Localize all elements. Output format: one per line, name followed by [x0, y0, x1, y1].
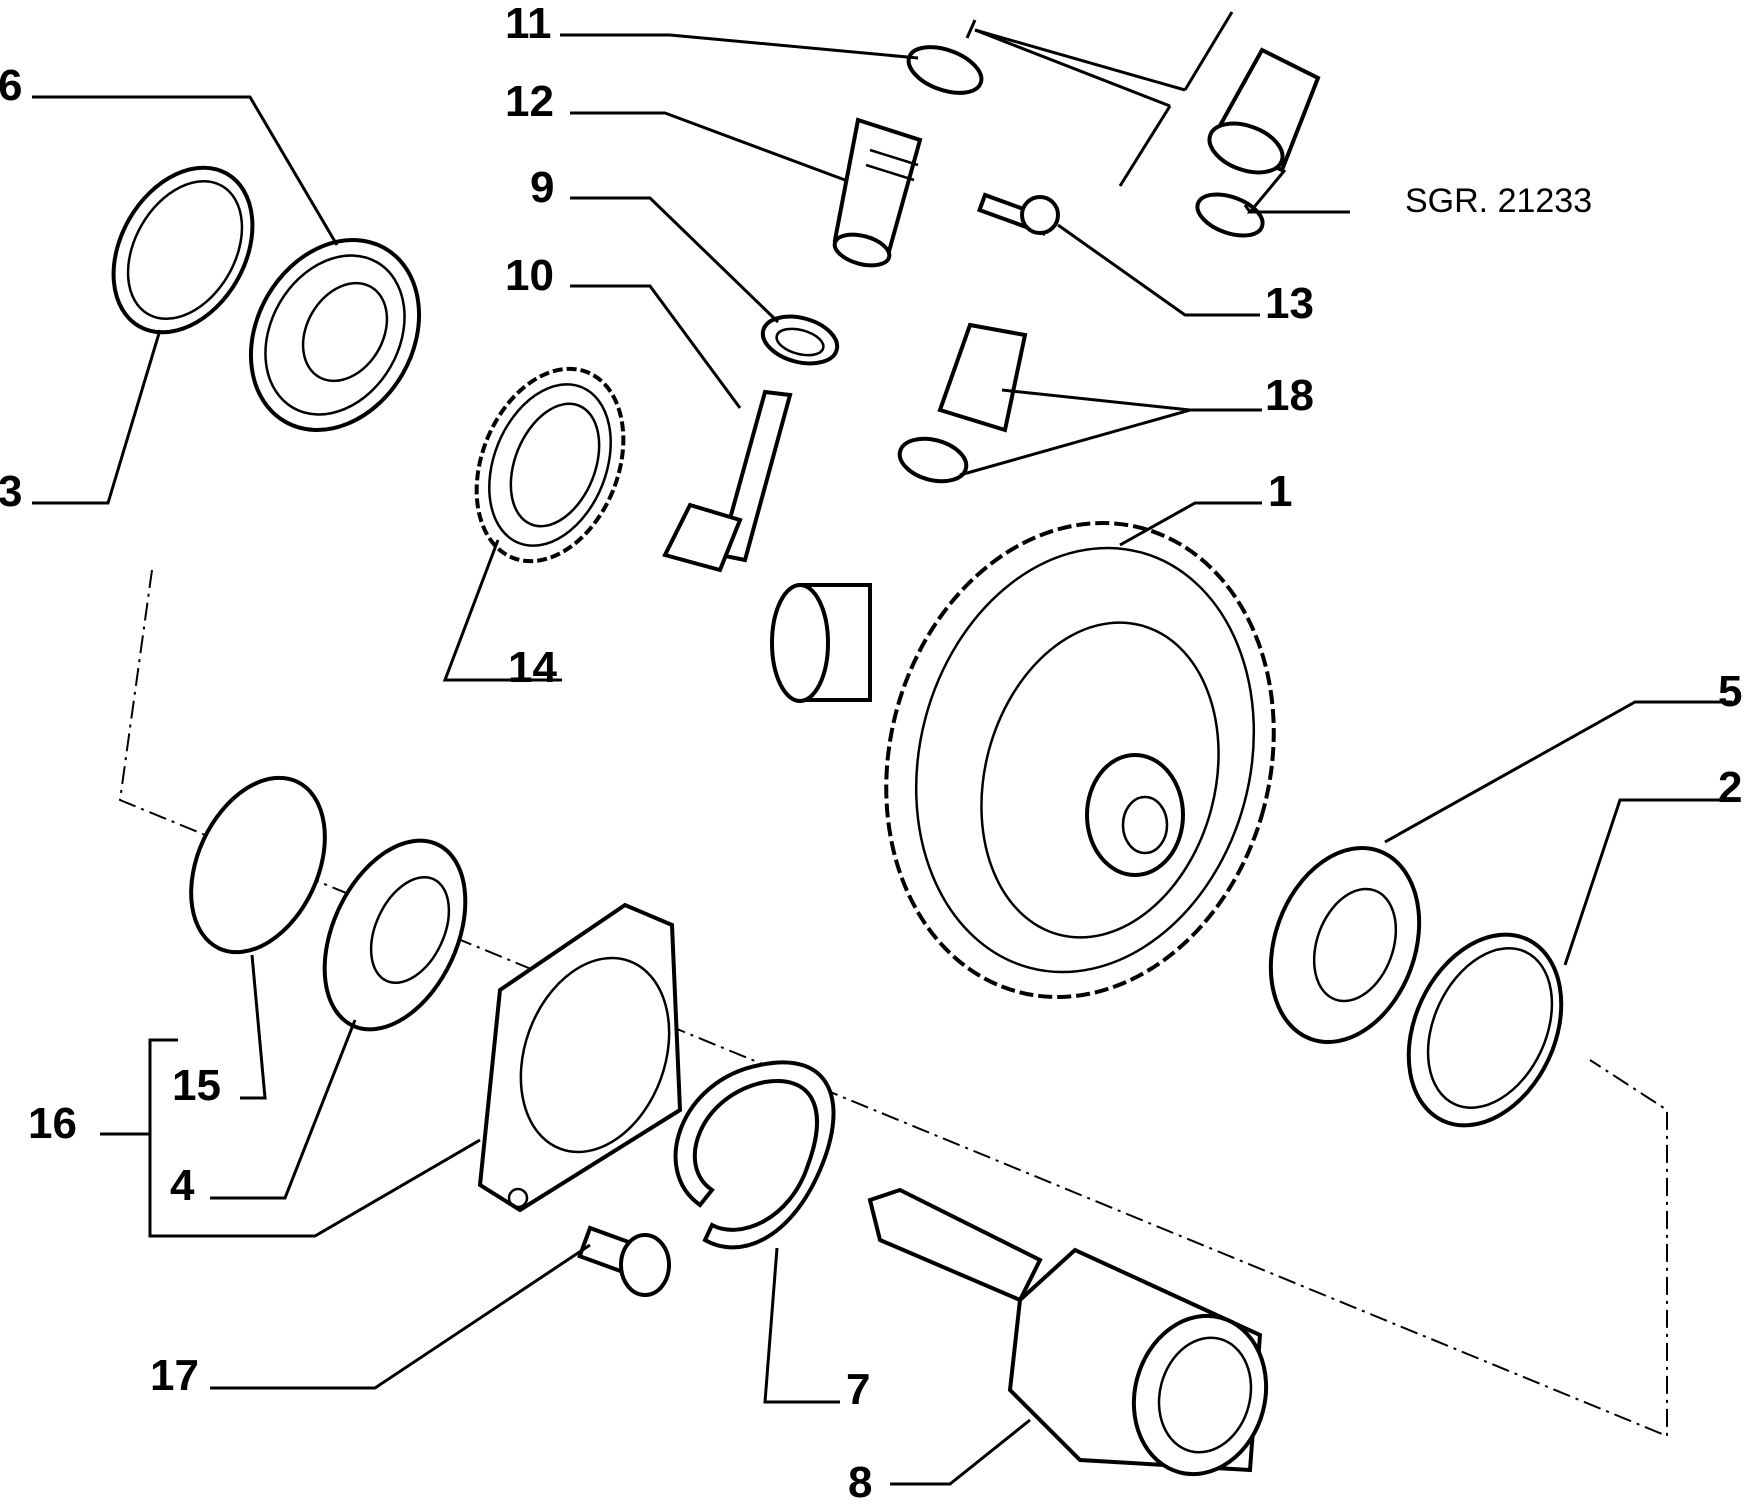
- label-sgr-21233: SGR. 21233: [1405, 182, 1592, 220]
- part-3-seal-ring: [111, 165, 255, 335]
- label-18: 18: [1265, 371, 1314, 420]
- label-13: 13: [1265, 279, 1314, 328]
- label-4: 4: [170, 1161, 195, 1210]
- part-11-o-ring: [906, 45, 984, 95]
- label-7: 7: [846, 1365, 870, 1414]
- part-4-bearing: [322, 838, 468, 1032]
- part-17-bolt: [577, 1225, 671, 1297]
- part-13-screw: [976, 192, 1060, 236]
- tool-sgr-21233: [1195, 47, 1321, 238]
- part-flange-housing: [477, 902, 683, 1213]
- label-15: 15: [172, 1061, 221, 1110]
- label-9: 9: [530, 163, 554, 212]
- label-11: 11: [505, 0, 552, 48]
- part-10-pinion-shaft: [662, 389, 793, 573]
- part-7-circlip: [673, 1060, 836, 1250]
- part-18-plug: [897, 322, 1028, 484]
- part-8-drive-joint: [867, 1187, 1269, 1477]
- part-14-gear: [474, 366, 626, 564]
- group-outline: [118, 569, 1668, 1438]
- label-6: 6: [0, 61, 22, 110]
- tool-reference-separator: [965, 11, 1234, 187]
- part-12-sleeve: [832, 117, 923, 268]
- label-12: 12: [505, 77, 554, 126]
- part-6-tapered-bearing: [248, 238, 422, 432]
- label-10: 10: [505, 251, 554, 300]
- part-5-bearing: [1268, 846, 1422, 1044]
- part-15-shim-ring: [189, 775, 327, 955]
- label-8: 8: [848, 1458, 872, 1504]
- label-17: 17: [150, 1351, 199, 1400]
- leader-lines: [32, 33, 1732, 1486]
- label-16: 16: [28, 1099, 77, 1148]
- label-3: 3: [0, 467, 22, 516]
- label-14: 14: [508, 643, 557, 692]
- part-1-differential: [770, 521, 1276, 999]
- label-1: 1: [1268, 467, 1292, 516]
- part-9-bushing: [760, 314, 840, 366]
- label-2: 2: [1718, 763, 1742, 812]
- part-2-seal-ring: [1406, 932, 1564, 1128]
- label-5: 5: [1718, 667, 1742, 716]
